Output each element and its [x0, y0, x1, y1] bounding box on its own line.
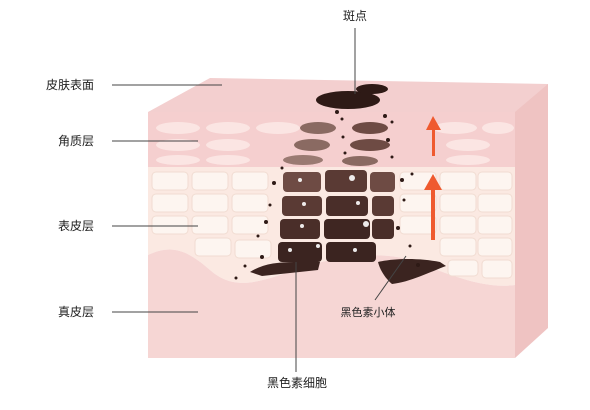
cell-nuclei — [288, 175, 369, 252]
melanin-cell-column — [250, 170, 446, 284]
label-melanocyte: 黑色素细胞 — [267, 376, 327, 390]
label-stratum-corneum: 角质层 — [58, 134, 94, 148]
label-epidermis: 表皮层 — [58, 219, 94, 233]
upward-arrow-small — [426, 116, 441, 156]
label-dermis: 真皮层 — [58, 305, 94, 319]
upward-arrow-large — [424, 174, 442, 240]
melanin-granules — [234, 110, 420, 280]
corneum-melanin — [283, 122, 390, 166]
corneum-cells — [156, 122, 514, 165]
label-melanosome: 黑色素小体 — [341, 305, 396, 319]
epidermis-cells — [151, 171, 513, 279]
block-right-side — [515, 84, 548, 358]
label-skin-surface: 皮肤表面 — [46, 77, 94, 92]
dermis-band — [148, 249, 515, 358]
label-spot: 斑点 — [343, 9, 367, 23]
leader-lines — [112, 28, 407, 372]
surface-spot — [316, 84, 388, 109]
